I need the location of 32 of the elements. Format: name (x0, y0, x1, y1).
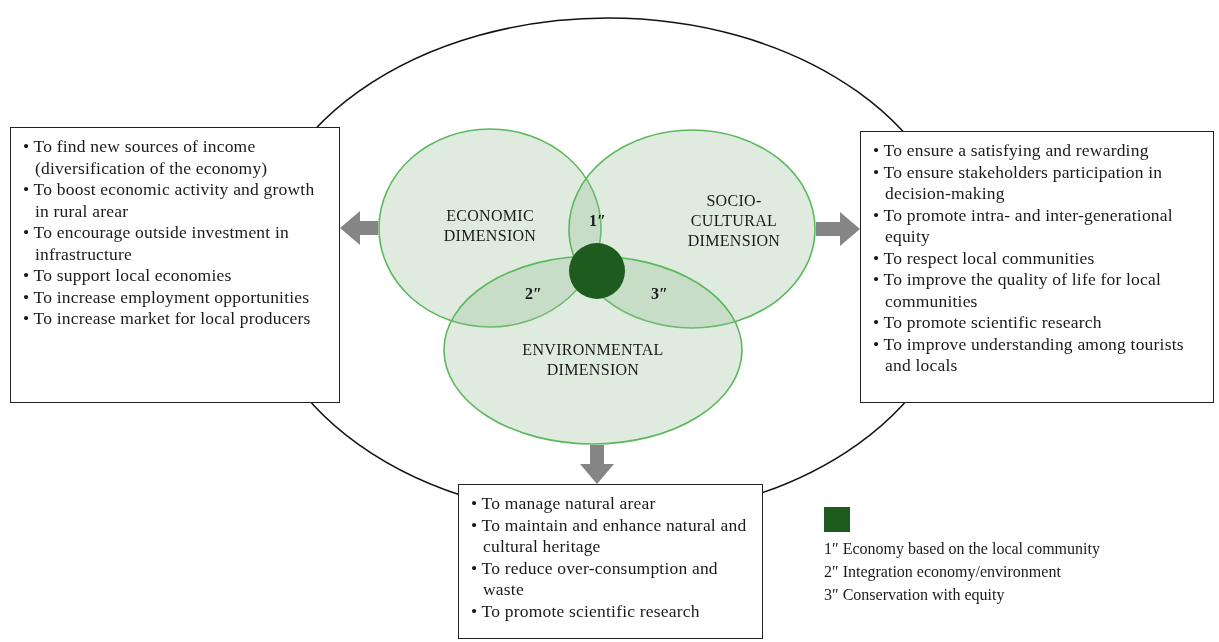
dimension-label: SOCIO- CULTURAL DIMENSION (686, 191, 782, 251)
objectives-box (860, 131, 1214, 403)
legend-text: 1″ Economy based on the local community (824, 540, 1100, 558)
block-arrow (580, 445, 614, 484)
bullet-item: • To promote scientific research (873, 312, 1103, 334)
legend-text: 2″ Integration economy/environment (824, 563, 1061, 581)
dimension-label: ENVIRONMENTAL DIMENSION (521, 340, 665, 380)
objectives-box (10, 127, 340, 403)
region-number: 2″ (525, 285, 542, 303)
bullet-item: • To support local economies (23, 265, 233, 287)
bullet-item: • To reduce over-consumption and waste (471, 557, 719, 601)
bullet-item: • To improve understanding among tourists and locals (873, 333, 1185, 377)
region-number: 1″ (589, 212, 606, 230)
bullet-item: • To ensure a satisfying and rewarding (873, 140, 1150, 162)
bullet-item: • To ensure stakeholders participation in decision-making (873, 161, 1164, 205)
region-number: 3″ (651, 285, 668, 303)
bullet-item: • To encourage outside investment in infrastructure (23, 222, 290, 265)
bullet-item: • To improve the quality of life for local communities (873, 269, 1163, 312)
bullet-item: • To increase employment opportunities (23, 286, 311, 308)
bullet-item: • To maintain and enhance natural and cultural heritage (471, 514, 748, 558)
bullet-item: • To manage natural arear (471, 493, 657, 515)
bullet-item: • To promote scientific research (471, 600, 701, 622)
objectives-box (458, 484, 763, 639)
legend-text: 3″ Conservation with equity (824, 586, 1005, 604)
bullet-item: • To respect local communities (873, 247, 1096, 269)
block-arrow (340, 211, 378, 245)
bullet-item: • To boost economic activity and growth in rural arear (23, 179, 316, 222)
bullet-item: • To increase market for local producers (23, 308, 312, 330)
bullet-item: • To find new sources of income (diversification of the economy) (23, 136, 269, 179)
block-arrow (816, 212, 860, 246)
dimension-label: ECONOMIC DIMENSION (442, 206, 538, 246)
bullet-item: • To promote intra- and inter-generational equity (873, 204, 1174, 248)
